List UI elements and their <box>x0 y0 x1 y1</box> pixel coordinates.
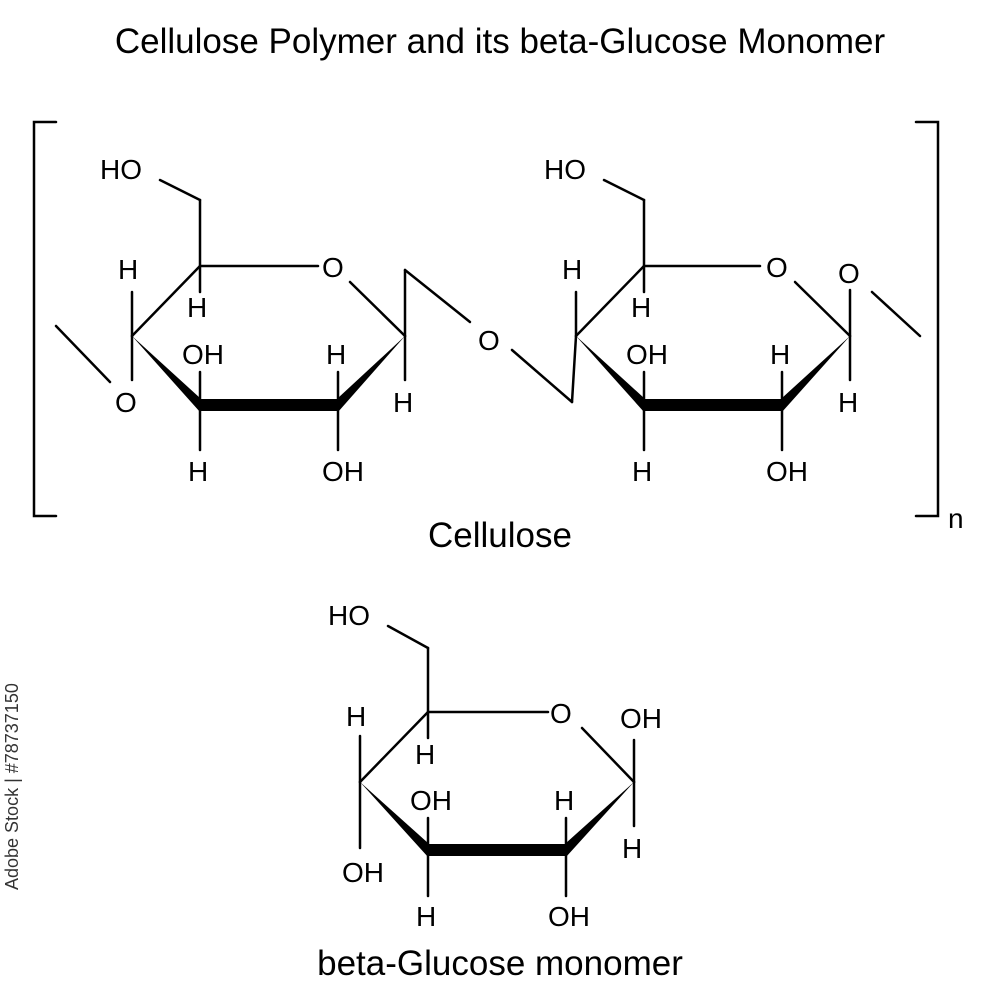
right-bracket <box>914 120 940 518</box>
ring2-h-c4: H <box>562 254 582 285</box>
cellulose-caption: Cellulose <box>428 516 572 555</box>
glucose-ring-2 <box>510 178 922 452</box>
ring2-oh-c2: OH <box>766 456 808 487</box>
diagram-title: Cellulose Polymer and its beta-Glucose M… <box>114 22 886 61</box>
repeat-subscript-n: n <box>948 503 964 534</box>
stock-id-watermark: Adobe Stock | #78737150 <box>2 683 22 890</box>
ring2-h-c2: H <box>770 339 790 370</box>
ring2-ring-oxygen: O <box>766 252 788 283</box>
ring2-oh-c3: OH <box>626 339 668 370</box>
ring1-o-c4: O <box>115 387 137 418</box>
ring1-h-c1: H <box>393 387 413 418</box>
monomer-oh-c4: OH <box>342 857 384 888</box>
ring2-ho-label: HO <box>544 154 586 185</box>
ring2-h-c1: H <box>838 387 858 418</box>
monomer-oh-c1: OH <box>620 703 662 734</box>
ring1-ho-label: HO <box>100 154 142 185</box>
ring2-h-c5: H <box>631 292 651 323</box>
ring1-h-c2: H <box>326 339 346 370</box>
monomer-h-c2: H <box>554 785 574 816</box>
ring1-oh-c2: OH <box>322 456 364 487</box>
monomer-h-c4: H <box>346 701 366 732</box>
ring2-h-c3: H <box>632 456 652 487</box>
monomer-oh-c2: OH <box>548 901 590 932</box>
monomer-h-c1: H <box>622 833 642 864</box>
ring2-o-c1: O <box>838 258 860 289</box>
monomer-h-c5: H <box>415 739 435 770</box>
monomer-oh-c3: OH <box>410 785 452 816</box>
glucose-ring-1 <box>54 178 472 452</box>
monomer-ring-oxygen: O <box>550 698 572 729</box>
ring1-h-c5: H <box>187 292 207 323</box>
ring1-h-c3: H <box>188 456 208 487</box>
beta-glucose-ring <box>358 624 636 898</box>
glycosidic-oxygen: O <box>478 325 500 356</box>
monomer-caption: beta-Glucose monomer <box>317 944 683 983</box>
left-bracket <box>32 120 58 518</box>
monomer-h-c3: H <box>416 901 436 932</box>
ring1-oh-c3: OH <box>182 339 224 370</box>
monomer-ho-label: HO <box>328 600 370 631</box>
ring1-h-c4: H <box>118 254 138 285</box>
ring1-ring-oxygen: O <box>322 252 344 283</box>
